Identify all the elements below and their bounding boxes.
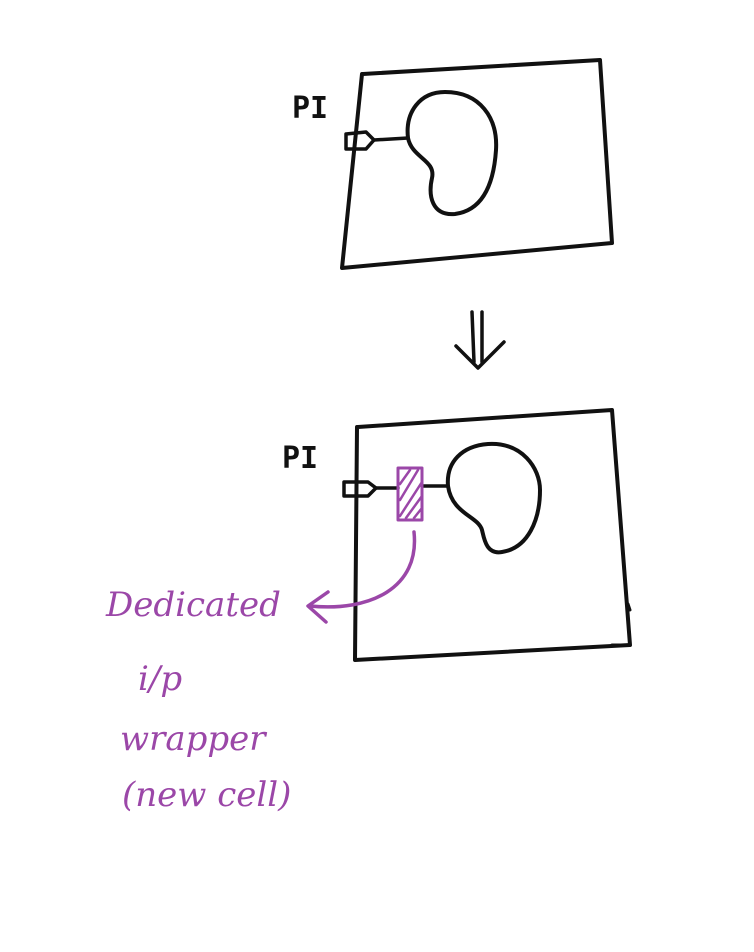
- bottom-die-outline: [353, 408, 632, 662]
- annotation-curve: [308, 530, 417, 609]
- bottom-die-corner-mark: [610, 602, 632, 647]
- top-wire: [372, 136, 410, 142]
- bottom-pin-label: PI: [282, 441, 318, 476]
- transform-arrow-shaft-left: [470, 310, 476, 364]
- transform-arrow: [454, 310, 506, 370]
- top-pin-label: PI: [292, 91, 328, 126]
- bottom-diagram: PI: [282, 408, 632, 662]
- annotation-line-4: (new cell): [122, 775, 291, 815]
- wrapper-cell-hatch: [398, 468, 424, 520]
- top-pin-pad: [344, 130, 376, 151]
- transform-arrow-head: [454, 340, 506, 370]
- bottom-logic-blob: [445, 441, 542, 555]
- wrapper-cell: [396, 466, 424, 522]
- annotation-line-1: Dedicated: [105, 585, 281, 625]
- bottom-pin-pad: [342, 480, 378, 498]
- top-diagram: PI: [292, 58, 614, 270]
- annotation-line-3: wrapper: [120, 719, 267, 759]
- annotation-arrowhead: [306, 590, 330, 624]
- top-logic-blob: [405, 90, 499, 217]
- top-die-outline: [340, 58, 614, 270]
- annotation-text: Dedicated i/p wrapper (new cell): [105, 585, 291, 815]
- annotation-line-2: i/p: [138, 659, 182, 699]
